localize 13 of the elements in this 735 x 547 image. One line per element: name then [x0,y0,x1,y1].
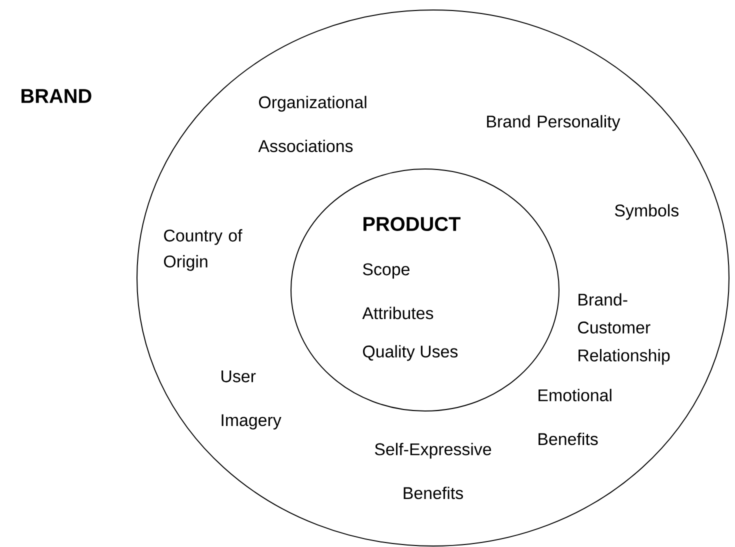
label-text: Organizational Associations [258,96,366,152]
label-text: Symbols [614,204,679,220]
label-text: User Imagery [222,370,282,430]
label-text: Brand-Customer Relationship [578,293,670,365]
label-text: Brand Personality [487,115,620,131]
label-text: Attributes [362,306,434,320]
heading: PRODUCT [364,216,460,232]
heading: BRAND [22,89,92,103]
label-text: Scope [362,263,410,279]
label-text: Emotional Benefits [538,388,612,446]
label-text: Country of Origin [164,229,242,271]
label-text: Quality Uses [363,345,458,361]
label-text: Self-Expressive Benefits [374,442,492,500]
